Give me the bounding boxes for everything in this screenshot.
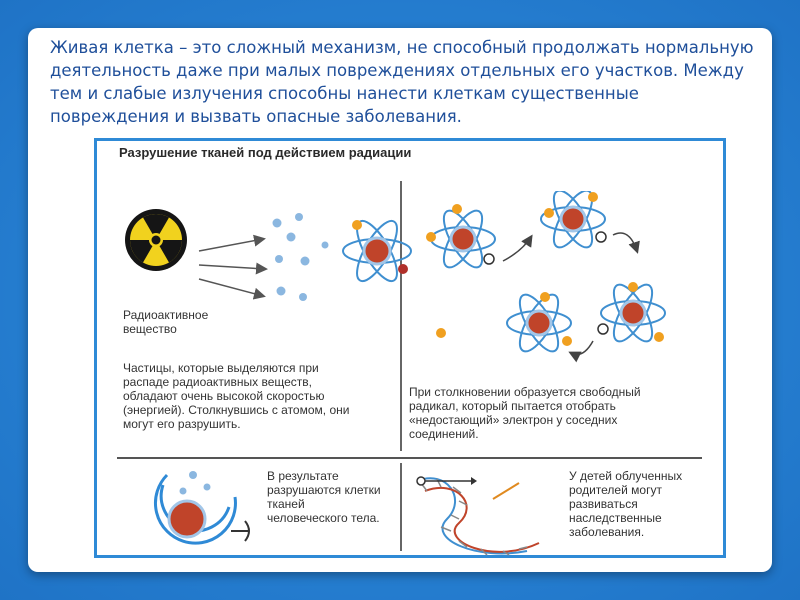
intro-paragraph: Живая клетка – это сложный механизм, не … [50, 38, 754, 126]
radioactive-substance-label: Радиоактивное вещество [123, 308, 209, 336]
particles-description: Частицы, которые выделяются при распаде … [123, 361, 350, 431]
cells-destroyed-text: В результате разрушаются клетки тканей ч… [267, 469, 381, 525]
particle-arrows [198, 234, 268, 300]
horizontal-divider [117, 457, 702, 459]
particles-cloud [272, 213, 329, 301]
slide-card: Живая клетка – это сложный механизм, не … [28, 28, 772, 572]
radiation-symbol-icon [125, 209, 187, 271]
damaged-cell-icon [153, 471, 250, 545]
free-radical-diagram [426, 191, 666, 363]
atom-icon [342, 219, 412, 283]
dna-helix-icon [416, 476, 540, 556]
radiation-figure: Разрушение тканей под действием радиации… [94, 138, 726, 558]
free-radical-description: При столкновении образуется свободный ра… [409, 385, 641, 441]
figure-title: Разрушение тканей под действием радиации [119, 145, 412, 160]
vertical-divider-bottom [400, 463, 402, 551]
hereditary-disease-text: У детей облученных родителей могут разви… [569, 469, 683, 539]
vertical-divider-top [400, 181, 402, 451]
